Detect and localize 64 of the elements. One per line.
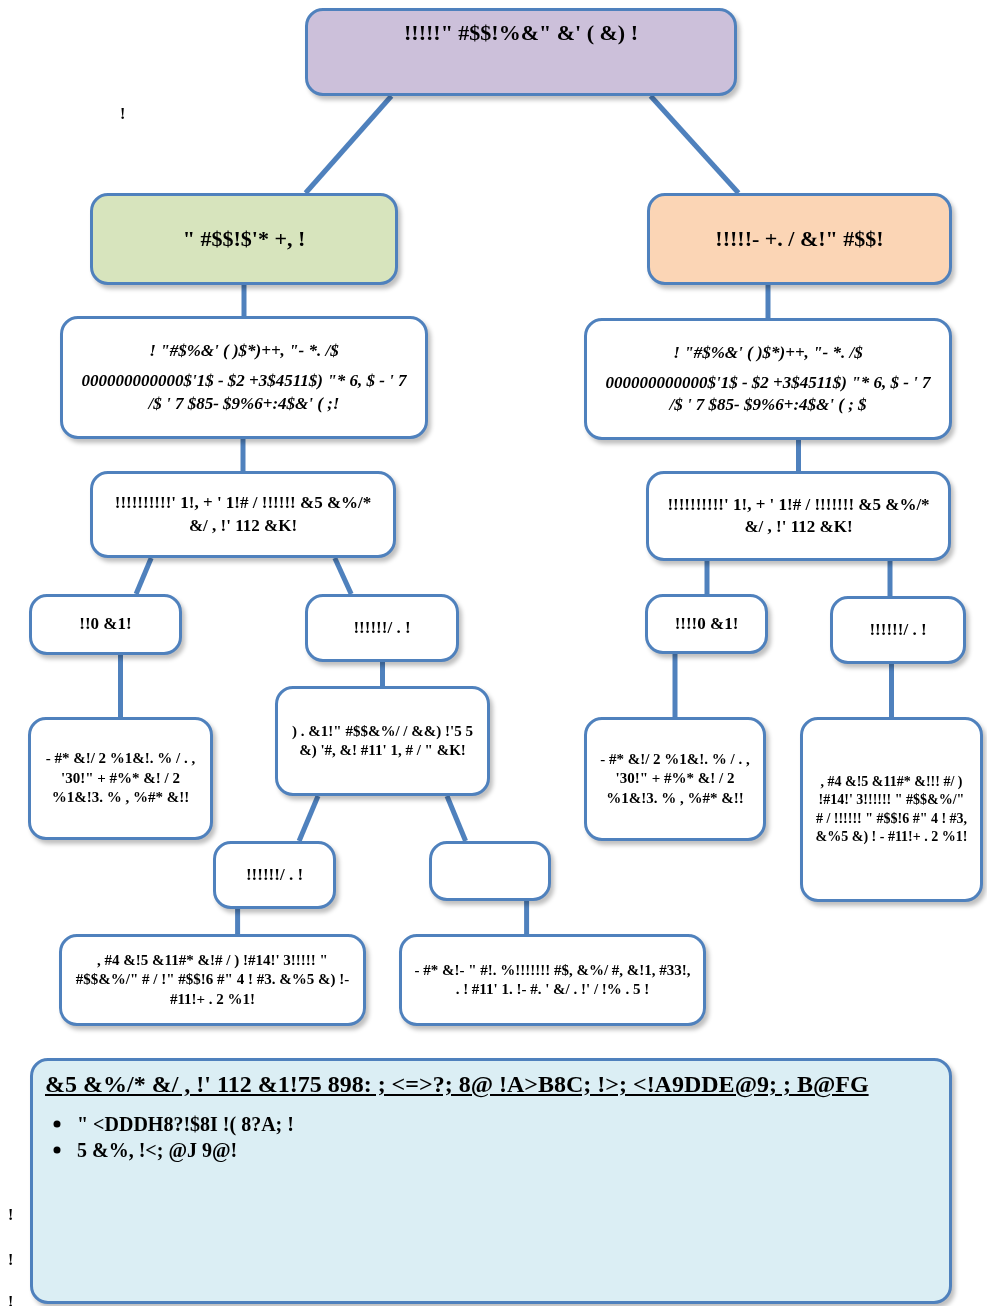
rounded-box (90, 193, 398, 285)
connector-line (704, 561, 710, 594)
box-heading: ! "#$%&' ( )$*)++, "- *. /$ (149, 340, 339, 363)
note-mark: ! (8, 1205, 14, 1225)
rounded-box (800, 717, 983, 902)
empty-box (429, 841, 551, 901)
rounded-box (30, 1058, 952, 1304)
box-text: - #* &!/ 2 %1&!. % / . , '30!" + #%* &! / 2 %1&!3. % , %#* &!! (599, 749, 751, 808)
rounded-box (275, 686, 490, 796)
rounded-box (646, 471, 951, 561)
connector-line (796, 440, 801, 471)
heading: &5 &%/* &/ , !' 112 &1!75 898: ; <=>?; 8@ !A>B8C; !>; <!A9DDE@9; ; B@FG (45, 1070, 870, 1099)
connector-line (672, 654, 678, 717)
rounded-box (399, 934, 706, 1026)
rounded-box (59, 934, 366, 1026)
bullet-item: " <DDDH8?!$8I !( 8?A; ! (77, 1112, 294, 1137)
rounded-box (305, 8, 737, 96)
connector-line (296, 795, 321, 842)
connector-line (240, 439, 246, 471)
box-text: , #4 &!5 &11#* &!!! #/ ) !#14!' 3!!!!!! " #$$&%/" # / !!!!!! " #$$!6 #" 4 ! #3, &%5 &) ! - #11!+ . 2 %1! (815, 773, 968, 846)
bullet-item: 5 &%, !<; @J 9@! (77, 1138, 238, 1163)
connector-line (889, 664, 894, 717)
box-text: !!!!0 &1! (674, 612, 739, 635)
connector-line (118, 655, 123, 717)
rounded-box (213, 841, 336, 909)
connector-line (524, 901, 530, 934)
connector-line (648, 94, 741, 195)
rounded-box (647, 193, 952, 285)
box-text: !!!!!!/ . ! (353, 616, 411, 639)
box-text: - #* &!- " #!. %!!!!!!! #$, &%/ #, &!1, #33!, . ! #11' 1. !- #. ' &/ . !' / !% . 5 ! (414, 960, 691, 999)
note-mark: ! (8, 1250, 14, 1270)
rounded-box (28, 717, 213, 840)
connector-line (887, 561, 893, 596)
rounded-box (305, 594, 459, 662)
box-text: ) . &1!" #$$&%/ / &&) !'5 5 &) '#, &! #11' 1, # / " &K! (291, 721, 474, 760)
box-text: !!!!!!/ . ! (245, 863, 304, 886)
box-text: !!!!!!/ . ! (869, 618, 927, 641)
box-text: !!!!!" #$$!%&" &' ( &) ! (403, 19, 639, 47)
box-text: !!!!!!!!!!' 1!, + ' 1!# / !!!!!!! &5 &%/* &/ , !' 112 &K! (666, 493, 931, 538)
note-mark: ! (120, 104, 126, 124)
box-text: 000000000000$'1$ - $2 +3$4511$) "* 6, $ - ' 7 /$ ' 7 $85- $9%6+:4$&' ( ; $ (604, 371, 932, 417)
rounded-box (29, 594, 182, 655)
box-text: - #* &!/ 2 %1&!. % / . , '30!" + #%* &! / 2 %1&!3. % , %#* &!! (44, 749, 197, 808)
connector-line (235, 909, 241, 934)
box-heading: ! "#$%&' ( )$*)++, "- *. /$ (673, 341, 863, 364)
connector-line (444, 795, 468, 842)
rounded-box (584, 717, 766, 841)
rounded-box (830, 596, 966, 664)
connector-line (241, 285, 247, 316)
box-text: 000000000000$'1$ - $2 +3$4511$) "* 6, $ - ' 7 /$ ' 7 $85- $9%6+:4$&' ( ;! (80, 370, 408, 415)
box-text: !!!!!- +. / &!" #$$! (715, 224, 884, 253)
rounded-box (60, 316, 428, 439)
rounded-box (584, 318, 952, 440)
connector-line (380, 662, 385, 686)
connector-line (133, 557, 154, 595)
box-text: , #4 &!5 &11#* &!# / ) !#14!' 3!!!!! " #$$&%/" # / !" #$$!6 #" 4 ! #3. &%5 &) !- #11!+ . 2 %1! (74, 950, 351, 1009)
rounded-box (90, 471, 396, 558)
connector-line (765, 285, 771, 318)
box-text: !!!!!!!!!!' 1!, + ' 1!# / !!!!!! &5 &%/* &/ , !' 112 &K! (113, 492, 373, 537)
connector-line (332, 556, 354, 596)
connector-line (303, 94, 394, 195)
box-text: !!0 &1! (79, 613, 132, 636)
rounded-box (645, 594, 768, 654)
box-text: " #$$!$'* +, ! (182, 224, 306, 253)
